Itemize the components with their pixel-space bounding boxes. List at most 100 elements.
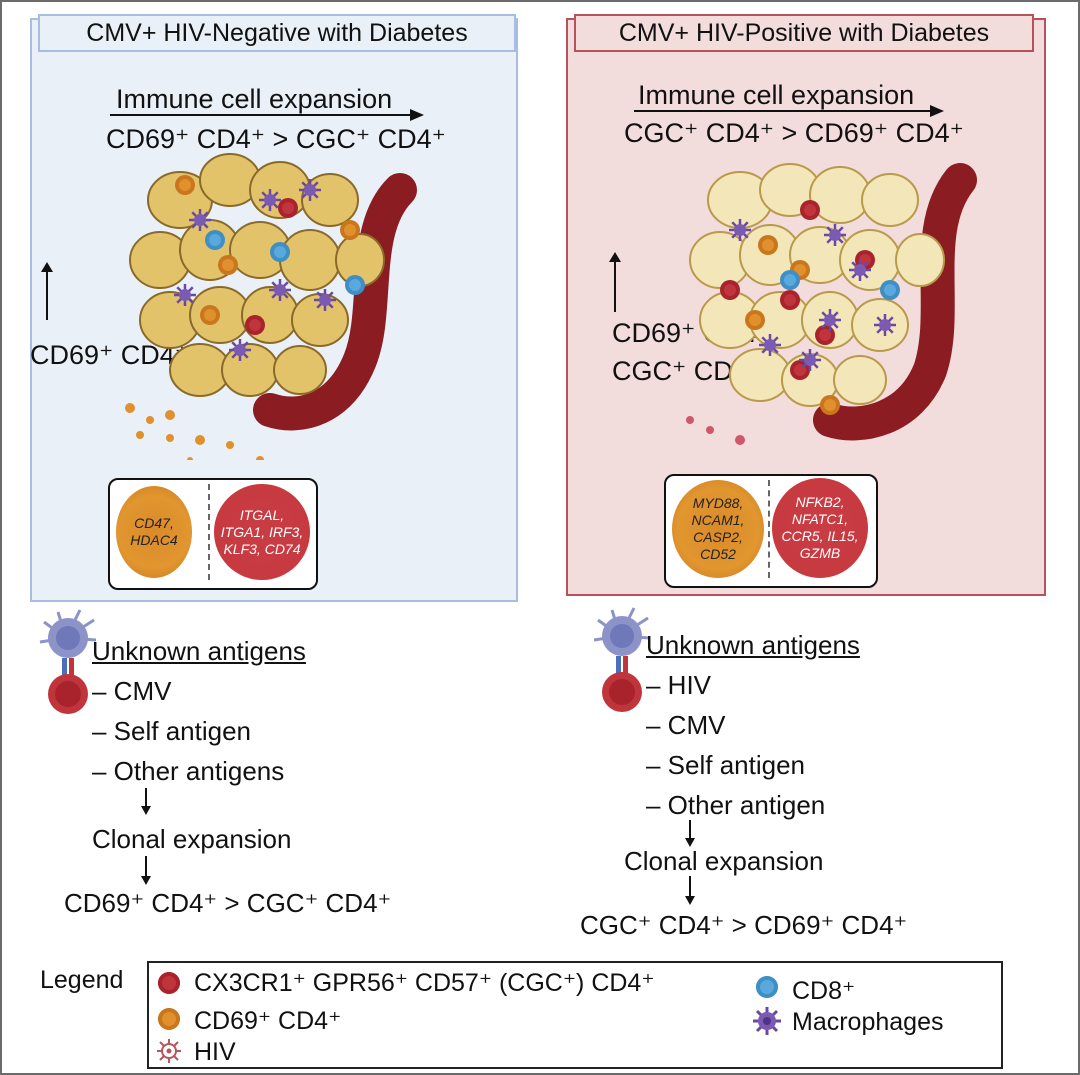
cgc-cell-icon xyxy=(158,972,180,994)
left-antigens-heading: Unknown antigens xyxy=(92,636,306,666)
right-gene-divider xyxy=(768,480,770,578)
macrophage-cell xyxy=(729,219,751,241)
legend-cd69: CD69⁺ CD4⁺ xyxy=(194,1007,342,1035)
macrophage-cell xyxy=(189,209,211,231)
macrophage-cell xyxy=(874,314,896,336)
left-red-gene-circle: ITGAL,ITGA1, IRF3,KLF3, CD74 xyxy=(214,484,310,580)
adipocyte xyxy=(861,173,919,227)
adipocyte xyxy=(833,355,887,405)
secreted-particle xyxy=(136,431,144,439)
left-orange-gene-1: CD47, xyxy=(134,515,174,531)
left-adipose-tissue-illustration xyxy=(125,153,417,460)
macrophage-cell xyxy=(259,189,281,211)
right-antigen-item-1: – HIV xyxy=(646,670,712,700)
right-orange-gene-circle: MYD88,NCAM1,CASP2,CD52 xyxy=(672,480,764,578)
secreted-particle xyxy=(165,410,175,420)
left-red-gene-1: ITGAL, xyxy=(239,506,285,523)
left-gene-divider xyxy=(208,484,210,580)
right-red-gene-circle: NFKB2,NFATC1,CCR5, IL15,GZMB xyxy=(772,478,868,578)
adipocyte xyxy=(241,286,299,344)
adipocyte xyxy=(729,348,791,402)
secreted-particle xyxy=(187,457,193,460)
macrophage-cell xyxy=(759,334,781,356)
left-antigen-result: CD69⁺ CD4⁺ > CGC⁺ CD4⁺ xyxy=(64,888,392,918)
right-antigen-presentation-icon xyxy=(593,607,651,712)
right-antigen-result: CGC⁺ CD4⁺ > CD69⁺ CD4⁺ xyxy=(580,910,908,940)
secreted-particle xyxy=(735,435,745,445)
right-down-arrow-1 xyxy=(685,820,695,847)
secreted-particle xyxy=(166,434,174,442)
adipocyte xyxy=(895,233,945,287)
legend-hiv: HIV xyxy=(194,1038,236,1066)
secreted-particle xyxy=(195,435,205,445)
left-orange-gene-circle: CD47,HDAC4 xyxy=(116,486,192,578)
right-antigen-item-3: – Self antigen xyxy=(646,750,806,780)
adipocyte xyxy=(809,166,871,224)
right-antigen-item-4: – Other antigen xyxy=(646,790,826,820)
right-orange-gene-3: CASP2, xyxy=(693,529,743,545)
secreted-particle xyxy=(686,416,694,424)
left-antigen-item-3: – Other antigens xyxy=(92,756,285,786)
left-antigen-item-2: – Self antigen xyxy=(92,716,252,746)
adipocyte xyxy=(279,229,341,291)
left-expansion-arrow xyxy=(110,109,424,121)
secreted-particle xyxy=(226,441,234,449)
macrophage-cell xyxy=(824,224,846,246)
secreted-particle xyxy=(125,403,135,413)
legend-label: Legend xyxy=(40,966,124,994)
cd69-cell-icon xyxy=(158,1008,180,1030)
right-panel-title: CMV+ HIV-Positive with Diabetes xyxy=(574,14,1034,52)
macrophage-cell xyxy=(299,179,321,201)
left-down-arrow-2 xyxy=(141,856,151,885)
adipocyte xyxy=(221,343,279,397)
right-adipose-tissue-illustration xyxy=(686,163,977,445)
right-down-arrow-2 xyxy=(685,876,695,905)
blood-vessel xyxy=(813,163,977,441)
right-antigens-heading: Unknown antigens xyxy=(646,630,860,660)
left-panel-title: CMV+ HIV-Negative with Diabetes xyxy=(38,14,516,52)
right-red-gene-4: GZMB xyxy=(799,545,841,561)
left-red-gene-2: ITGA1, IRF3, xyxy=(220,523,304,540)
legend-cgc: CX3CR1⁺ GPR56⁺ CD57⁺ (CGC⁺) CD4⁺ xyxy=(194,969,655,997)
left-clonal-expansion: Clonal expansion xyxy=(92,824,292,854)
legend-box xyxy=(147,961,1003,1069)
legend-cd8: CD8⁺ xyxy=(792,977,856,1005)
macrophage-cell xyxy=(174,284,196,306)
right-up-arrow xyxy=(609,252,621,312)
right-red-gene-2: NFATC1, xyxy=(791,511,849,527)
left-red-gene-3: KLF3, CD74 xyxy=(223,540,301,557)
macrophage-cell xyxy=(269,279,291,301)
secreted-particle xyxy=(146,416,154,424)
right-clonal-expansion: Clonal expansion xyxy=(624,846,824,876)
hiv-icon xyxy=(157,1039,181,1063)
left-antigen-item-1: – CMV xyxy=(92,676,172,706)
secreted-particle xyxy=(256,456,264,460)
left-orange-gene-2: HDAC4 xyxy=(130,532,178,548)
macrophage-cell xyxy=(314,289,336,311)
right-expansion-arrow xyxy=(634,105,944,117)
adipocyte xyxy=(273,345,327,395)
left-expansion-order: CD69⁺ CD4⁺ > CGC⁺ CD4⁺ xyxy=(106,124,446,154)
left-down-arrow-1 xyxy=(141,788,151,815)
macrophage-cell xyxy=(849,259,871,281)
right-expansion-title: Immune cell expansion xyxy=(638,80,915,110)
cd8-cell-icon xyxy=(756,976,778,998)
right-expansion-order: CGC⁺ CD4⁺ > CD69⁺ CD4⁺ xyxy=(624,118,964,148)
right-orange-gene-1: MYD88, xyxy=(692,495,744,511)
macrophage-icon xyxy=(753,1007,781,1035)
right-orange-gene-2: NCAM1, xyxy=(691,512,745,528)
adipocyte xyxy=(301,173,359,227)
right-orange-gene-4: CD52 xyxy=(700,546,736,562)
left-antigen-presentation-icon xyxy=(39,609,97,714)
macrophage-cell xyxy=(799,349,821,371)
right-red-gene-3: CCR5, IL15, xyxy=(781,528,859,544)
macrophage-cell xyxy=(819,309,841,331)
left-expansion-title: Immune cell expansion xyxy=(116,84,393,114)
left-up-arrow xyxy=(41,262,53,320)
right-red-gene-1: NFKB2, xyxy=(795,494,845,510)
macrophage-cell xyxy=(229,339,251,361)
secreted-particle xyxy=(706,426,714,434)
blood-vessel xyxy=(253,173,417,431)
legend-macrophages: Macrophages xyxy=(792,1008,944,1036)
